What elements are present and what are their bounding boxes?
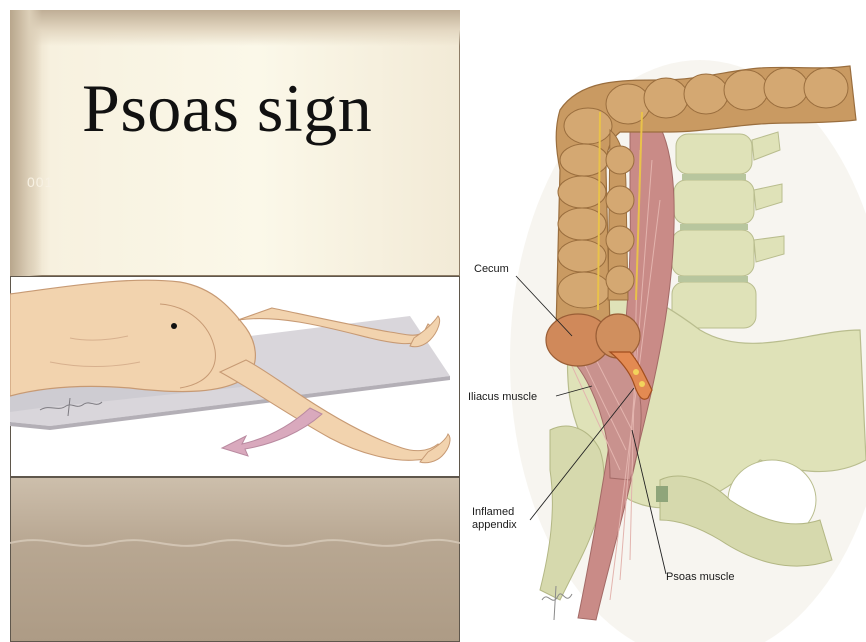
label-iliacus-muscle: Iliacus muscle <box>468 391 537 404</box>
arrow-icon <box>222 408 322 456</box>
mcburney-point-mark <box>171 323 177 329</box>
slide-number: 001 <box>27 174 53 190</box>
anatomy-illustration: Cecum Iliacus muscle Inflamed appendix P… <box>460 0 866 642</box>
label-psoas-muscle: Psoas muscle <box>666 571 734 584</box>
slide-title: Psoas sign <box>82 68 372 148</box>
patient-illustration <box>10 276 460 477</box>
label-inflamed-appendix: Inflamed appendix <box>472 506 517 532</box>
panel-bevel-left <box>10 10 42 276</box>
title-panel: Psoas sign 001 <box>10 10 460 276</box>
decorative-wave <box>10 477 460 642</box>
patient-illustration-panel <box>10 276 460 477</box>
patient-torso <box>10 280 255 396</box>
decorative-bottom-panel <box>10 477 460 642</box>
label-cecum: Cecum <box>474 263 509 276</box>
panel-bevel-top <box>10 10 460 46</box>
pelvis-anatomy-drawing <box>460 0 866 642</box>
